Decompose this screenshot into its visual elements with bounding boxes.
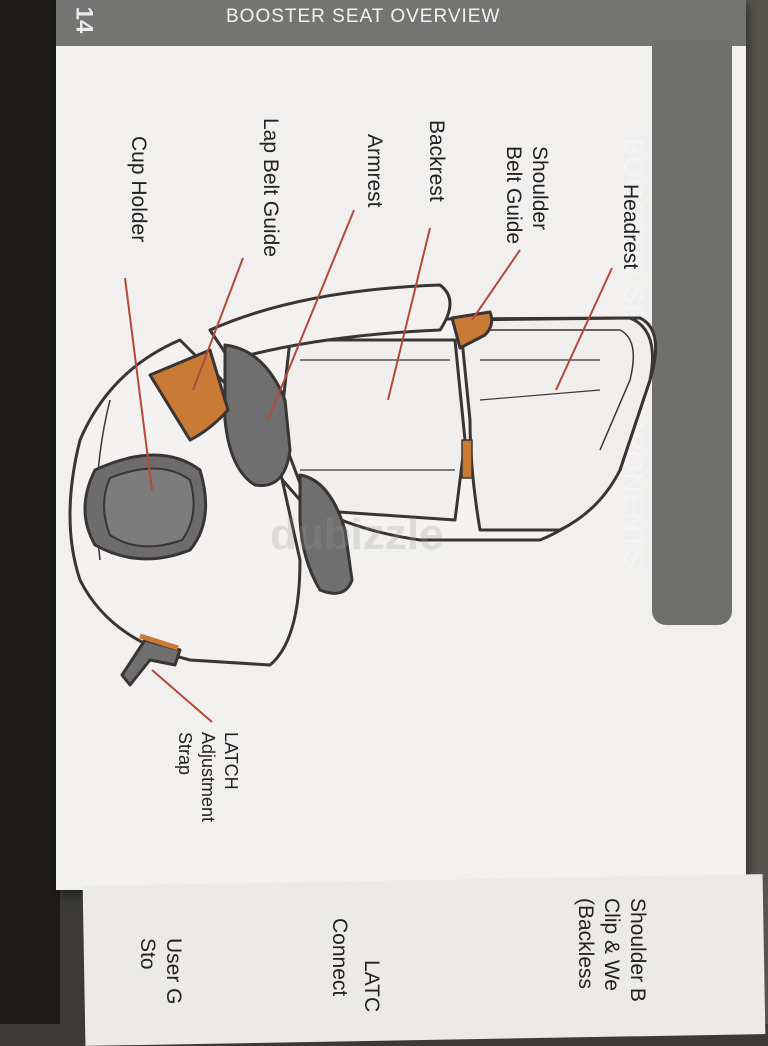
next-line-5: Connect [328, 918, 351, 997]
next-line-3: (Backless [574, 898, 597, 990]
label-backrest: Backrest [425, 120, 448, 202]
armrest-bottom [298, 473, 354, 595]
next-line-1: Shoulder B [626, 898, 649, 1002]
running-title: BOOSTER SEAT OVERVIEW [226, 6, 501, 27]
armrest-top [223, 343, 292, 488]
next-page-text-2: LATC [358, 960, 384, 1012]
label-shoulder-line-2: Belt Guide [502, 146, 525, 245]
label-armrest: Armrest [363, 134, 386, 208]
wing-bolster [208, 283, 452, 362]
headrest-shape [458, 316, 654, 532]
label-shoulder-belt-guide: Shoulder Belt Guide [500, 146, 552, 244]
latch-strap [120, 638, 182, 687]
label-latch-line-3: Strap [175, 732, 195, 776]
section-tab [652, 40, 732, 625]
booster-seat-illustration [68, 209, 658, 723]
next-page-text-1: Shoulder B Clip & We (Backless [572, 898, 650, 1002]
next-line-2: Clip & We [600, 898, 623, 991]
next-page-text-4: User G Sto [134, 938, 186, 1005]
next-line-7: Sto [136, 938, 159, 970]
next-line-6: User G [162, 938, 185, 1005]
label-headrest: Headrest [619, 184, 642, 270]
label-cup-holder: Cup Holder [127, 136, 150, 243]
background-dark [0, 0, 60, 1024]
leader-lines [124, 209, 613, 723]
shoulder-belt-guide-clip [450, 310, 494, 350]
watermark: dubizzle [270, 510, 444, 559]
page-header-bar: 14 BOOSTER SEAT OVERVIEW [56, 0, 746, 46]
label-latch-adjustment-strap: LATCH Adjustment Strap [173, 732, 242, 822]
label-latch-line-2: Adjustment [198, 732, 218, 823]
label-latch-line-1: LATCH [221, 732, 241, 790]
next-line-4: LATC [360, 960, 383, 1013]
next-page-text-3: Connect [326, 918, 352, 996]
label-shoulder-line-1: Shoulder [528, 146, 551, 231]
lap-belt-guide-strap [148, 348, 230, 442]
label-lap-belt-guide: Lap Belt Guide [259, 118, 282, 257]
